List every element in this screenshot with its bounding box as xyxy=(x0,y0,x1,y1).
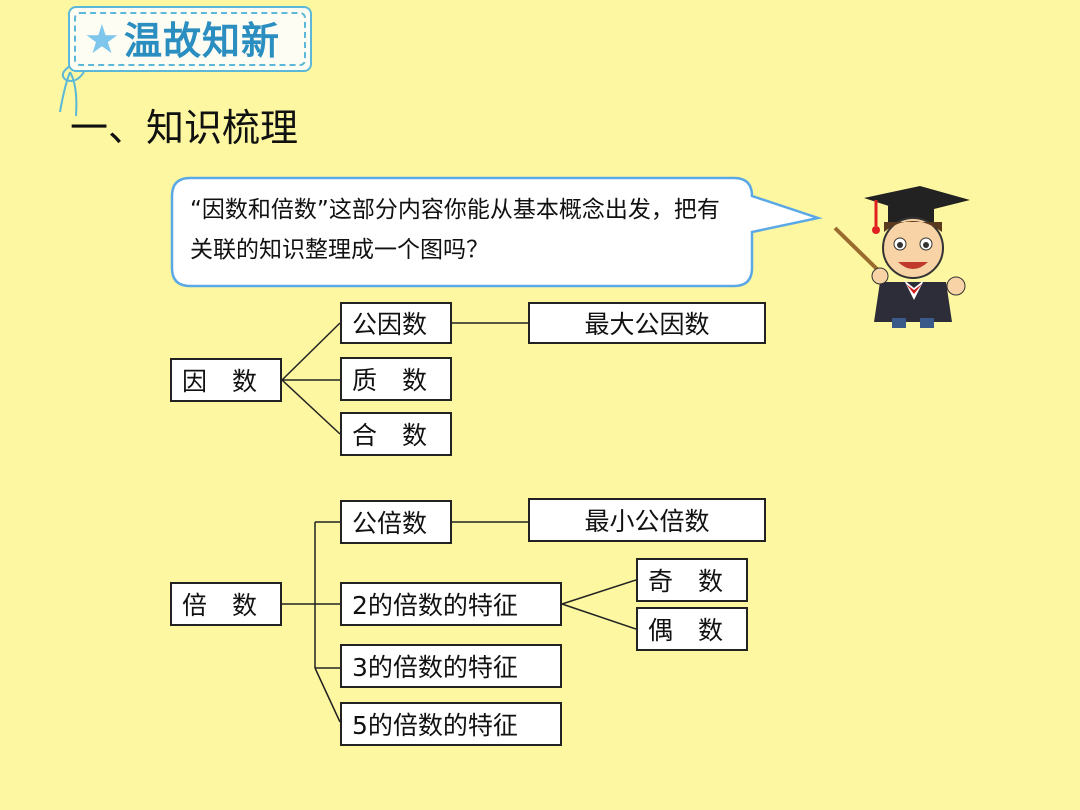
multiple-child-common-multiple: 公倍数 xyxy=(340,500,452,544)
badge-frame xyxy=(68,6,312,72)
ribbon-icon xyxy=(59,65,85,117)
sub-child-even: 偶 数 xyxy=(636,607,748,651)
factor-root: 因 数 xyxy=(170,358,282,402)
multiple-extension-lcm: 最小公倍数 xyxy=(528,498,766,542)
factor-child-composite: 合 数 xyxy=(340,412,452,456)
multiple-child-feature-5: 5的倍数的特征 xyxy=(340,702,562,746)
factor-child-prime: 质 数 xyxy=(340,357,452,401)
sub-child-odd: 奇 数 xyxy=(636,558,748,602)
factor-child-common-factor: 公因数 xyxy=(340,302,452,344)
factor-extension-gcf: 最大公因数 xyxy=(528,302,766,344)
multiple-root: 倍 数 xyxy=(170,582,282,626)
star-icon: ★ xyxy=(84,17,120,63)
speech-bubble xyxy=(170,176,823,288)
section-title: 一、知识梳理 xyxy=(70,106,299,150)
bubble-text: “因数和倍数”这部分内容你能从基本概念出发，把有关联的知识整理成一个图吗？ xyxy=(190,197,720,263)
multiple-child-feature-3: 3的倍数的特征 xyxy=(340,644,562,688)
badge-title: 温故知新 xyxy=(124,19,281,63)
multiple-child-feature-2: 2的倍数的特征 xyxy=(340,582,562,626)
graduate-character-icon xyxy=(833,186,970,328)
